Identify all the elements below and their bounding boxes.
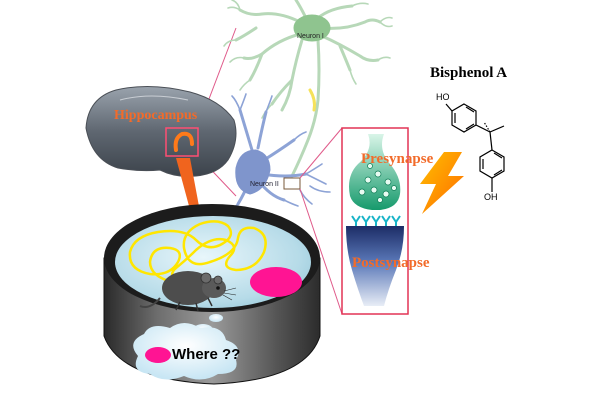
mouse-legs	[175, 297, 213, 312]
hippocampus-region	[173, 131, 194, 152]
hydroxyl-top-label: HO	[436, 92, 450, 102]
postsynaptic-terminal	[346, 226, 404, 306]
where-question-label: Where ??	[172, 346, 241, 363]
neuron-two-label: Neuron II	[250, 181, 279, 188]
mouse-brain	[85, 85, 237, 177]
lightning-bolt-icon	[420, 152, 464, 214]
brain-shape	[85, 85, 237, 177]
mouse-ear-right	[213, 275, 223, 285]
mouse	[139, 271, 237, 312]
thought-cloud-body	[133, 323, 239, 380]
bisphenol-a-structure	[445, 103, 505, 192]
hippocampus-label: Hippocampus	[114, 108, 198, 123]
synapse-panel	[341, 127, 409, 315]
synapse-zoom-line-top	[299, 127, 343, 179]
neuron-one-soma	[293, 14, 331, 42]
bisphenol-a-title: Bisphenol A	[430, 65, 508, 81]
presynapse-label: Presynapse	[361, 151, 434, 167]
synaptic-vesicles	[358, 163, 397, 203]
swim-path	[128, 220, 267, 292]
mouse-ear	[200, 272, 212, 284]
neuron-two-soma	[235, 149, 271, 195]
mouse-eye	[216, 286, 220, 290]
hydroxyl-bottom-label: OH	[484, 192, 498, 202]
mouse-tail	[139, 297, 161, 308]
neuron-one-label: Neuron I	[297, 33, 324, 40]
thought-platform	[145, 347, 171, 363]
postsynapse-label: Postsynapse	[352, 255, 430, 271]
neuron-two	[225, 93, 331, 213]
synapse-zoom-box	[283, 177, 301, 190]
thought-cloud	[133, 314, 239, 380]
neuron-one-signal-mark	[308, 88, 316, 112]
mouse-whiskers	[222, 287, 237, 301]
neuron-one	[223, 0, 393, 178]
synapse-zoom-line-bottom	[299, 188, 343, 315]
oh-bond-top	[445, 103, 453, 112]
synapse-zoom-lines	[299, 127, 343, 315]
hidden-platform	[250, 267, 302, 297]
brain-highlight	[119, 95, 189, 101]
hippocampus-box	[165, 127, 199, 157]
thought-bubble-small	[209, 314, 223, 322]
